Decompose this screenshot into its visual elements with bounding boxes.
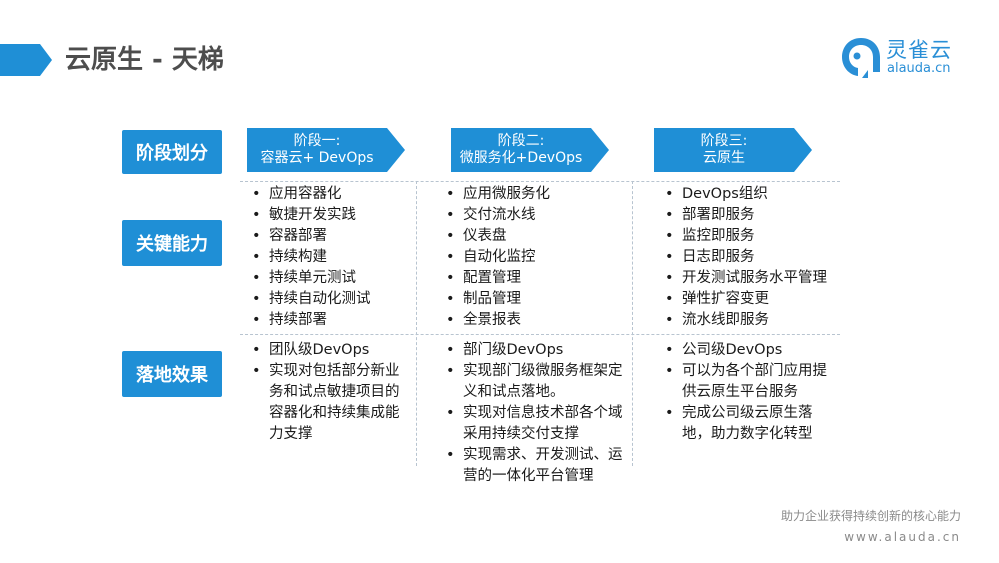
list-item: 应用容器化 [247,184,412,205]
footer-url: www.alauda.cn [844,530,961,544]
list-item: 日志即服务 [660,247,845,268]
list-item: 持续部署 [247,310,412,331]
phase-1-effects: 团队级DevOps 实现对包括部分新业务和试点敏捷项目的容器化和持续集成能力支撑 [247,340,412,445]
list-item: 公司级DevOps [660,340,835,361]
list-item: 部门级DevOps [441,340,626,361]
list-item: 全景报表 [441,310,626,331]
list-item: 制品管理 [441,289,626,310]
list-item: 应用微服务化 [441,184,626,205]
row-label-stage: 阶段划分 [122,130,222,174]
phase-1-arrow: 阶段一: 容器云+ DevOps [247,128,405,172]
logo-domain: alauda.cn [887,61,951,76]
row-label-effect: 落地效果 [122,351,222,397]
list-item: 弹性扩容变更 [660,289,845,310]
column-divider [416,181,417,466]
page-title: 云原生 - 天梯 [65,45,224,75]
column-divider [632,181,633,466]
phase-1-capabilities: 应用容器化 敏捷开发实践 容器部署 持续构建 持续单元测试 持续自动化测试 持续… [247,184,412,331]
phase-3-title: 阶段三: [700,133,748,149]
list-item: 自动化监控 [441,247,626,268]
phase-3-capabilities: DevOps组织 部署即服务 监控即服务 日志即服务 开发测试服务水平管理 弹性… [660,184,845,331]
list-item: DevOps组织 [660,184,845,205]
phase-2-capabilities: 应用微服务化 交付流水线 仪表盘 自动化监控 配置管理 制品管理 全景报表 [441,184,626,331]
phase-2-arrow: 阶段二: 微服务化+DevOps [451,128,609,172]
list-item: 持续构建 [247,247,412,268]
row-label-capability: 关键能力 [122,220,222,266]
phase-1-subtitle: 容器云+ DevOps [260,150,374,166]
list-item: 完成公司级云原生落地，助力数字化转型 [660,403,835,445]
separator-line [240,181,840,182]
list-item: 实现部门级微服务框架定义和试点落地。 [441,361,626,403]
list-item: 持续自动化测试 [247,289,412,310]
phase-1-title: 阶段一: [293,133,341,149]
list-item: 开发测试服务水平管理 [660,268,845,289]
list-item: 实现需求、开发测试、运营的一体化平台管理 [441,445,626,487]
title-arrow-icon [0,44,52,76]
phase-3-arrow: 阶段三: 云原生 [654,128,812,172]
list-item: 部署即服务 [660,205,845,226]
phase-arrow-shape [654,128,812,172]
phase-3-subtitle: 云原生 [703,150,745,166]
footer-tagline: 助力企业获得持续创新的核心能力 [780,509,961,523]
alauda-logo-icon [842,38,880,78]
phase-arrow-shape [247,128,405,172]
phase-2-subtitle: 微服务化+DevOps [459,150,583,166]
list-item: 实现对信息技术部各个域采用持续交付支撑 [441,403,626,445]
list-item: 交付流水线 [441,205,626,226]
list-item: 监控即服务 [660,226,845,247]
separator-line [240,334,840,335]
phase-2-title: 阶段二: [497,133,545,149]
company-logo: 灵雀云 alauda.cn [838,32,988,82]
list-item: 流水线即服务 [660,310,845,331]
phase-arrow-shape [451,128,609,172]
list-item: 实现对包括部分新业务和试点敏捷项目的容器化和持续集成能力支撑 [247,361,412,445]
list-item: 敏捷开发实践 [247,205,412,226]
list-item: 仪表盘 [441,226,626,247]
phase-2-effects: 部门级DevOps 实现部门级微服务框架定义和试点落地。 实现对信息技术部各个域… [441,340,626,487]
logo-name: 灵雀云 [886,38,952,62]
list-item: 持续单元测试 [247,268,412,289]
list-item: 团队级DevOps [247,340,412,361]
list-item: 配置管理 [441,268,626,289]
list-item: 可以为各个部门应用提供云原生平台服务 [660,361,835,403]
list-item: 容器部署 [247,226,412,247]
phase-3-effects: 公司级DevOps 可以为各个部门应用提供云原生平台服务 完成公司级云原生落地，… [660,340,835,445]
